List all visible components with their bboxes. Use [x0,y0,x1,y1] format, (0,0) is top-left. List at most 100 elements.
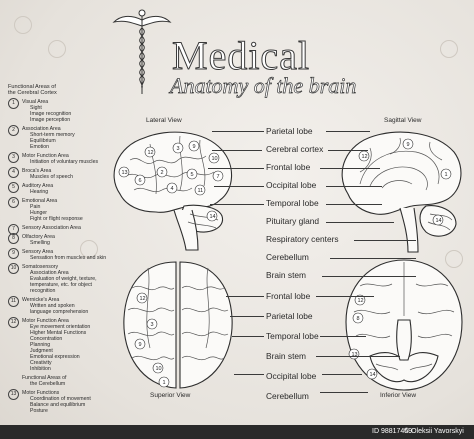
inferior-brain-illustration: 12 8 13 14 [345,259,463,391]
area-function: Inhibition [30,366,51,372]
svg-text:7: 7 [217,174,220,180]
leader-line [330,258,416,259]
leader-line [212,131,264,132]
area-function: language comprehension [30,309,89,315]
area-title: Somatosensory [22,264,59,270]
svg-text:6: 6 [139,178,142,184]
area-title: Motor Functions [22,390,60,396]
area-function: the Cerebellum [30,381,66,387]
background-swirl [445,250,463,268]
svg-text:12: 12 [140,296,146,302]
background-swirl [14,16,32,34]
area-function: Coordination of movement [30,396,91,402]
area-title: Association Area [22,126,61,132]
superior-view-label: Superior View [150,392,191,399]
area-number-badge: 9 [8,248,19,259]
lateral-view-label: Lateral View [146,117,182,124]
area-function: Muscles of speech [30,174,73,180]
anatomy-label: Parietal lobe [266,126,313,136]
svg-text:8: 8 [357,316,360,322]
svg-text:3: 3 [177,146,180,152]
anatomy-label: Brain stem [266,270,307,280]
svg-text:12: 12 [148,150,154,156]
leader-line [226,296,264,297]
sagittal-brain-illustration: 12 9 1 14 [341,131,462,253]
list-header-line: the Cerebral Cortex [8,90,57,96]
anatomy-label: Occipital lobe [266,180,317,190]
area-number-badge: 2 [8,125,19,136]
area-function: Creativity [30,360,52,366]
superior-brain-illustration: 12 3 9 10 1 [123,261,233,389]
anatomy-label: Pituitary gland [266,216,320,226]
caduceus-icon [112,9,172,94]
svg-text:9: 9 [139,342,142,348]
leader-line [234,374,264,375]
area-function: Eye movement orientation [30,324,91,330]
leader-line [326,204,382,205]
leader-line [316,296,374,297]
image-id: ID 98817459 [372,428,413,435]
functional-areas-list: Functional Areas of the Cerebral Cortex … [8,84,120,414]
area-function: Hunger [30,210,48,216]
svg-text:9: 9 [193,144,196,150]
svg-text:12: 12 [362,154,368,160]
list-header: Functional Areas of the Cerebral Cortex [8,84,120,96]
anatomy-label: Occipital lobe [266,371,317,381]
anatomy-label: Respiratory centers [266,234,339,244]
background-swirl [440,40,458,58]
leader-line [326,222,394,223]
svg-text:10: 10 [212,156,218,162]
page-subtitle: Anatomy of the brain [170,73,357,98]
area-number-badge: 5 [8,182,19,193]
background-swirl [48,40,66,58]
area-number-badge: 11 [8,296,19,307]
svg-text:14: 14 [436,218,442,224]
area-function: Sensation from muscles and skin [30,255,107,261]
area-function: Planning [30,342,51,348]
anatomy-label: Frontal lobe [266,162,311,172]
anatomy-label: Cerebral cortex [266,144,324,154]
lateral-brain-illustration: 12 3 9 10 7 5 2 6 13 4 11 14 [113,131,233,251]
anatomy-label: Temporal lobe [266,331,319,341]
leader-line [326,131,370,132]
leader-line [322,374,362,375]
anatomy-label: Temporal lobe [266,198,319,208]
leader-line [326,186,382,187]
area-function: Sight [30,105,42,111]
area-number-badge: 10 [8,263,19,274]
area-function: Balance and equilibrium [30,402,86,408]
list-header-line: Functional Areas of [8,84,56,90]
svg-text:11: 11 [198,188,204,194]
anatomy-label: Cerebellum [266,252,309,262]
leader-line [328,150,368,151]
area-title: Broca's Area [22,168,52,174]
area-function: Emotion [30,144,50,150]
svg-text:10: 10 [156,366,162,372]
area-title: Emotional Area [22,198,58,204]
svg-text:9: 9 [407,142,410,148]
area-function: Hearing [30,189,49,195]
area-function: Image recognition [30,111,72,117]
area-function: Emotional expression [30,354,80,360]
area-function: Evaluation of weight, texture, [30,276,97,282]
area-title: Functional Areas of [22,375,67,381]
area-number-badge: 13 [8,389,19,400]
area-title: Motor Function Area [22,153,69,159]
area-number-badge: 3 [8,152,19,163]
leader-line [320,336,366,337]
leader-line [208,168,264,169]
area-function: Judgment [30,348,53,354]
svg-text:1: 1 [445,172,448,178]
svg-text:2: 2 [161,170,164,176]
